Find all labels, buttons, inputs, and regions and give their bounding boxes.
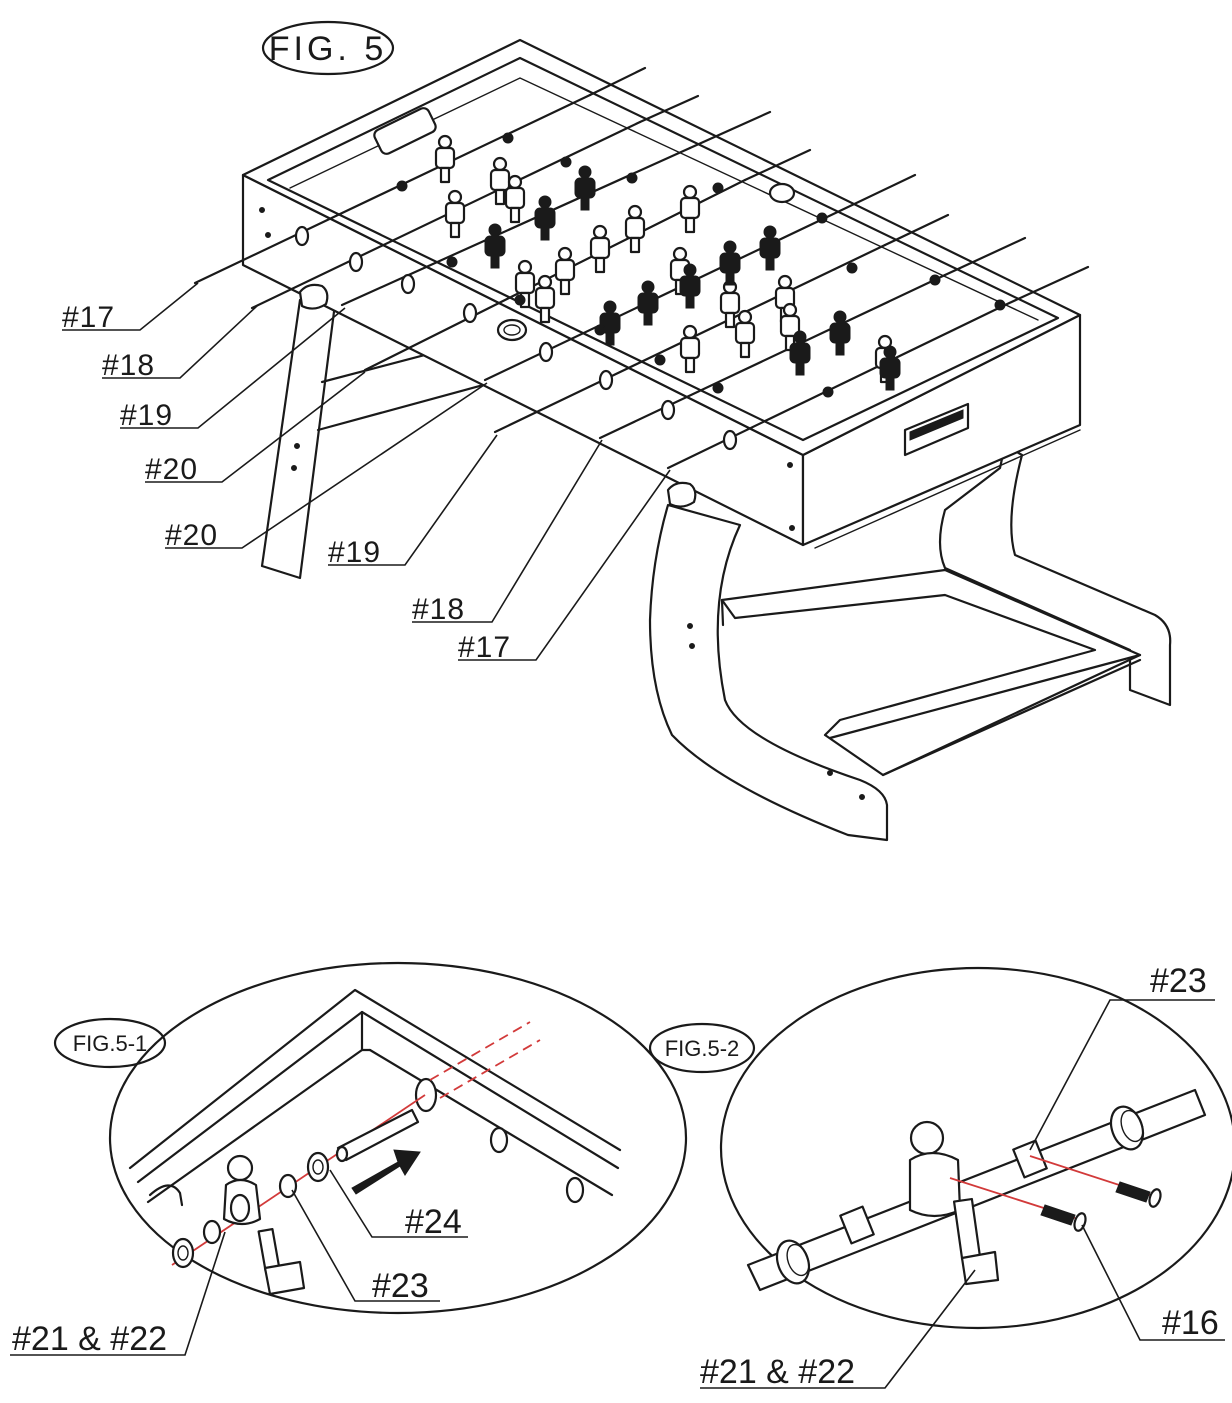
label-19-a: #19 bbox=[120, 399, 173, 432]
left-leg bbox=[260, 294, 338, 580]
main-callouts: #17 #18 #19 #20 #20 #19 #18 #17 bbox=[62, 282, 671, 664]
fig5-label: FIG. 5 bbox=[261, 20, 395, 76]
foosball-table bbox=[193, 38, 1172, 842]
label-17-b: #17 bbox=[458, 631, 511, 664]
fig5-1-title: FIG.5-1 bbox=[73, 1031, 148, 1056]
label-18-a: #18 bbox=[102, 349, 155, 382]
label-23-detail2: #23 bbox=[1150, 962, 1207, 1000]
detail-fig5-1: FIG.5-1 #24 #23 #21 & #22 bbox=[10, 961, 688, 1358]
label-17-a: #17 bbox=[62, 301, 115, 334]
label-23-detail1: #23 bbox=[372, 1267, 429, 1305]
detail-fig5-2: FIG.5-2 #23 #16 #21 & #22 bbox=[648, 962, 1232, 1391]
handle-right bbox=[666, 481, 697, 508]
label-16: #16 bbox=[1162, 1304, 1219, 1342]
label-19-b: #19 bbox=[328, 536, 381, 569]
fig5-2-title: FIG.5-2 bbox=[665, 1036, 740, 1061]
handle-left bbox=[298, 283, 329, 310]
label-20-a: #20 bbox=[145, 453, 198, 486]
detail2-player bbox=[908, 1120, 1000, 1286]
players bbox=[396, 132, 1006, 398]
rods bbox=[193, 66, 1090, 508]
label-20-b: #20 bbox=[165, 519, 218, 552]
label-21-22-detail1: #21 & #22 bbox=[12, 1320, 167, 1358]
label-21-22-detail2: #21 & #22 bbox=[700, 1353, 855, 1391]
right-leg-assembly bbox=[648, 443, 1172, 842]
label-24: #24 bbox=[405, 1203, 462, 1241]
label-18-b: #18 bbox=[412, 593, 465, 626]
screw-lower bbox=[1040, 1204, 1087, 1232]
detail1-player bbox=[222, 1154, 306, 1296]
fig5-title: FIG. 5 bbox=[269, 30, 387, 68]
screw-upper bbox=[1115, 1181, 1162, 1208]
